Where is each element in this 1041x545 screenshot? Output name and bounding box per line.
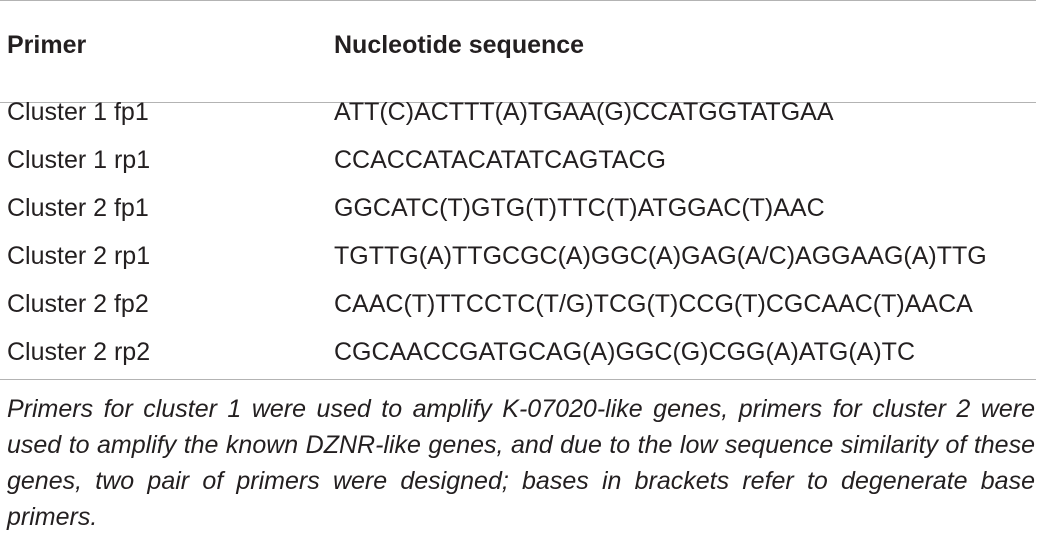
primer-name: Cluster 1 fp1 [7, 98, 149, 126]
table-footnote: Primers for cluster 1 were used to ampli… [7, 395, 1035, 531]
primer-sequence: GGCATC(T)GTG(T)TTC(T)ATGGAC(T)AAC [334, 194, 825, 222]
primer-name: Cluster 2 fp1 [7, 194, 149, 222]
table-header-row: Primer Nucleotide sequence [0, 28, 1041, 62]
table-row: Cluster 2 fp2 CAAC(T)TTCCTC(T/G)TCG(T)CC… [0, 286, 1041, 322]
table-row: Cluster 2 fp1 GGCATC(T)GTG(T)TTC(T)ATGGA… [0, 190, 1041, 226]
table-top-rule [0, 0, 1036, 1]
table-row: Cluster 1 fp1 ATT(C)ACTTT(A)TGAA(G)CCATG… [0, 94, 1041, 130]
primer-name: Cluster 2 rp1 [7, 242, 151, 270]
table-header-rule [0, 102, 1036, 103]
primer-name: Cluster 2 fp2 [7, 290, 149, 318]
primer-sequence: TGTTG(A)TTGCGC(A)GGC(A)GAG(A/C)AGGAAG(A)… [334, 242, 987, 270]
primer-sequence: CGCAACCGATGCAG(A)GGC(G)CGG(A)ATG(A)TC [334, 338, 915, 366]
primer-sequence: ATT(C)ACTTT(A)TGAA(G)CCATGGTATGAA [334, 98, 834, 126]
primer-sequence: CAAC(T)TTCCTC(T/G)TCG(T)CCG(T)CGCAAC(T)A… [334, 290, 973, 318]
table-row: Cluster 1 rp1 CCACCATACATATCAGTACG [0, 142, 1041, 178]
header-primer: Primer [7, 31, 87, 59]
header-nucleotide-sequence: Nucleotide sequence [334, 31, 585, 59]
table-bottom-rule [0, 379, 1036, 380]
primer-name: Cluster 1 rp1 [7, 146, 151, 174]
primer-name: Cluster 2 rp2 [7, 338, 151, 366]
table-row: Cluster 2 rp1 TGTTG(A)TTGCGC(A)GGC(A)GAG… [0, 238, 1041, 274]
table-row: Cluster 2 rp2 CGCAACCGATGCAG(A)GGC(G)CGG… [0, 334, 1041, 370]
primer-sequence: CCACCATACATATCAGTACG [334, 146, 666, 174]
